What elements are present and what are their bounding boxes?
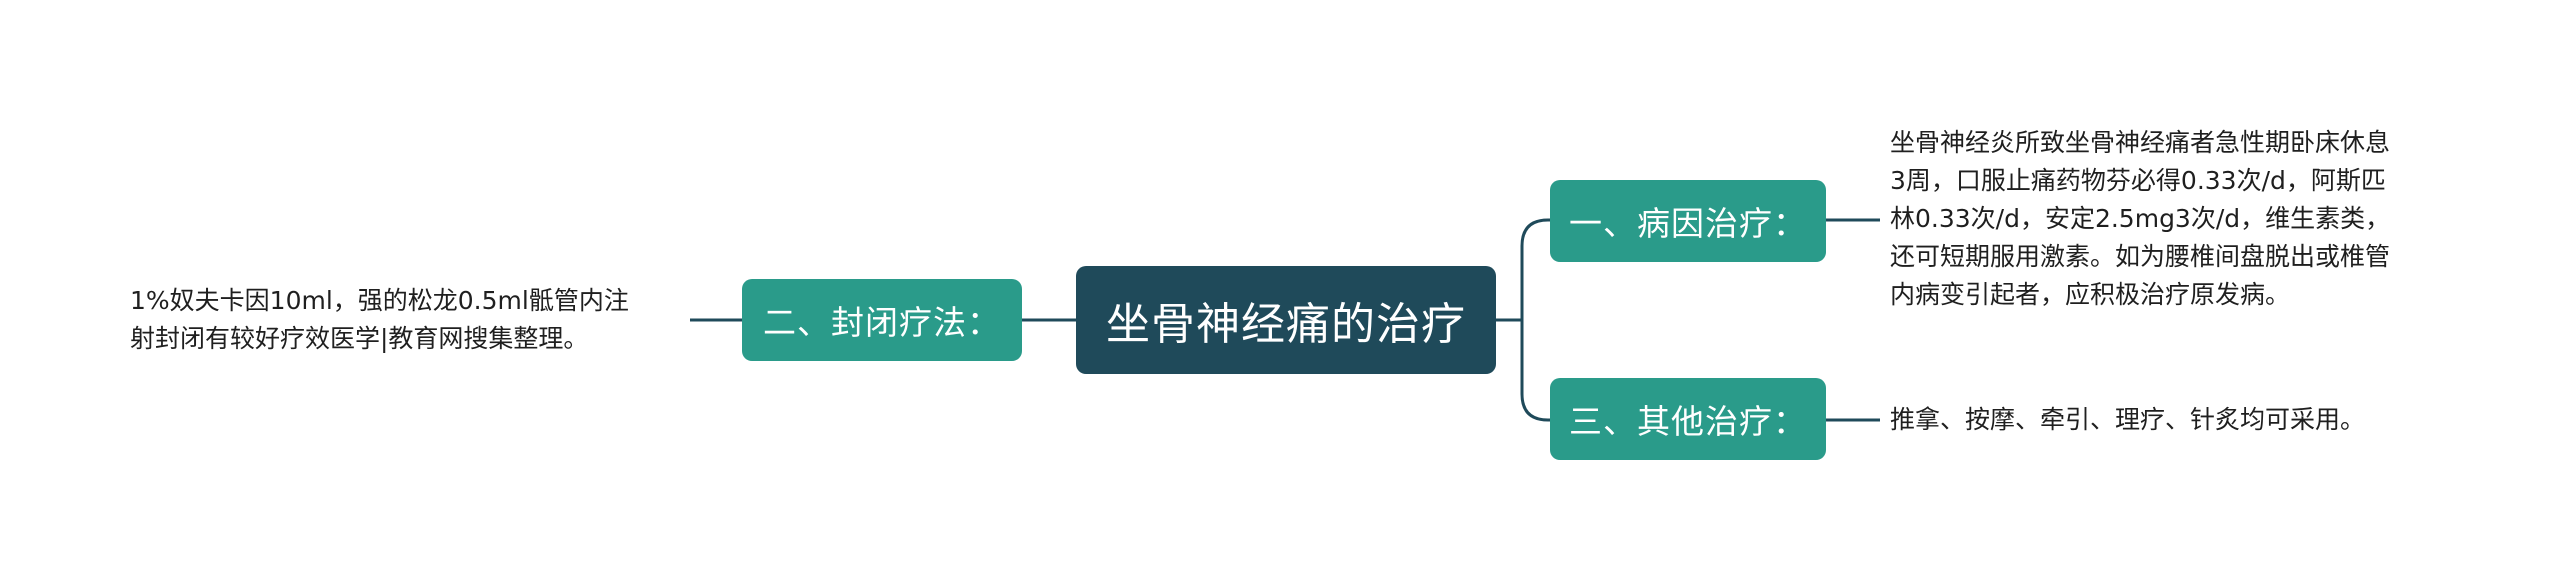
- branch-node-other-treatment[interactable]: 三、其他治疗：: [1550, 378, 1826, 460]
- leaf-line: 还可短期服用激素。如为腰椎间盘脱出或椎管: [1890, 242, 2391, 271]
- leaf-line: 林0.33次/d，安定2.5mg3次/d，维生素类，: [1890, 204, 2391, 233]
- leaf-line: 1%奴夫卡因10ml，强的松龙0.5ml骶管内注: [130, 286, 629, 315]
- leaf-line: 推拿、按摩、牵引、理疗、针炙均可采用。: [1890, 405, 2366, 434]
- leaf-line: 坐骨神经炎所致坐骨神经痛者急性期卧床休息: [1890, 128, 2391, 157]
- branch-node-cause-treatment[interactable]: 一、病因治疗：: [1550, 180, 1826, 262]
- branch-node-cause-treatment-label: 一、病因治疗：: [1569, 204, 1807, 243]
- branch-node-block-therapy-label: 二、封闭疗法：: [763, 303, 1001, 342]
- connector-right-lower: [1520, 320, 1550, 422]
- root-node-label: 坐骨神经痛的治疗: [1106, 299, 1466, 350]
- leaf-other-treatment-detail: 推拿、按摩、牵引、理疗、针炙均可采用。: [1890, 401, 2460, 439]
- connector-right-upper: [1520, 218, 1550, 320]
- leaf-block-therapy-detail: 1%奴夫卡因10ml，强的松龙0.5ml骶管内注 射封闭有较好疗效医学|教育网搜…: [130, 282, 690, 358]
- leaf-line: 内病变引起者，应积极治疗原发病。: [1890, 280, 2291, 309]
- branch-node-other-treatment-label: 三、其他治疗：: [1569, 402, 1807, 441]
- leaf-line: 3周，口服止痛药物芬必得0.33次/d，阿斯匹: [1890, 166, 2386, 195]
- leaf-cause-treatment-detail: 坐骨神经炎所致坐骨神经痛者急性期卧床休息 3周，口服止痛药物芬必得0.33次/d…: [1890, 124, 2460, 314]
- branch-node-block-therapy[interactable]: 二、封闭疗法：: [742, 279, 1022, 361]
- leaf-line: 射封闭有较好疗效医学|教育网搜集整理。: [130, 324, 589, 353]
- root-node[interactable]: 坐骨神经痛的治疗: [1076, 266, 1496, 374]
